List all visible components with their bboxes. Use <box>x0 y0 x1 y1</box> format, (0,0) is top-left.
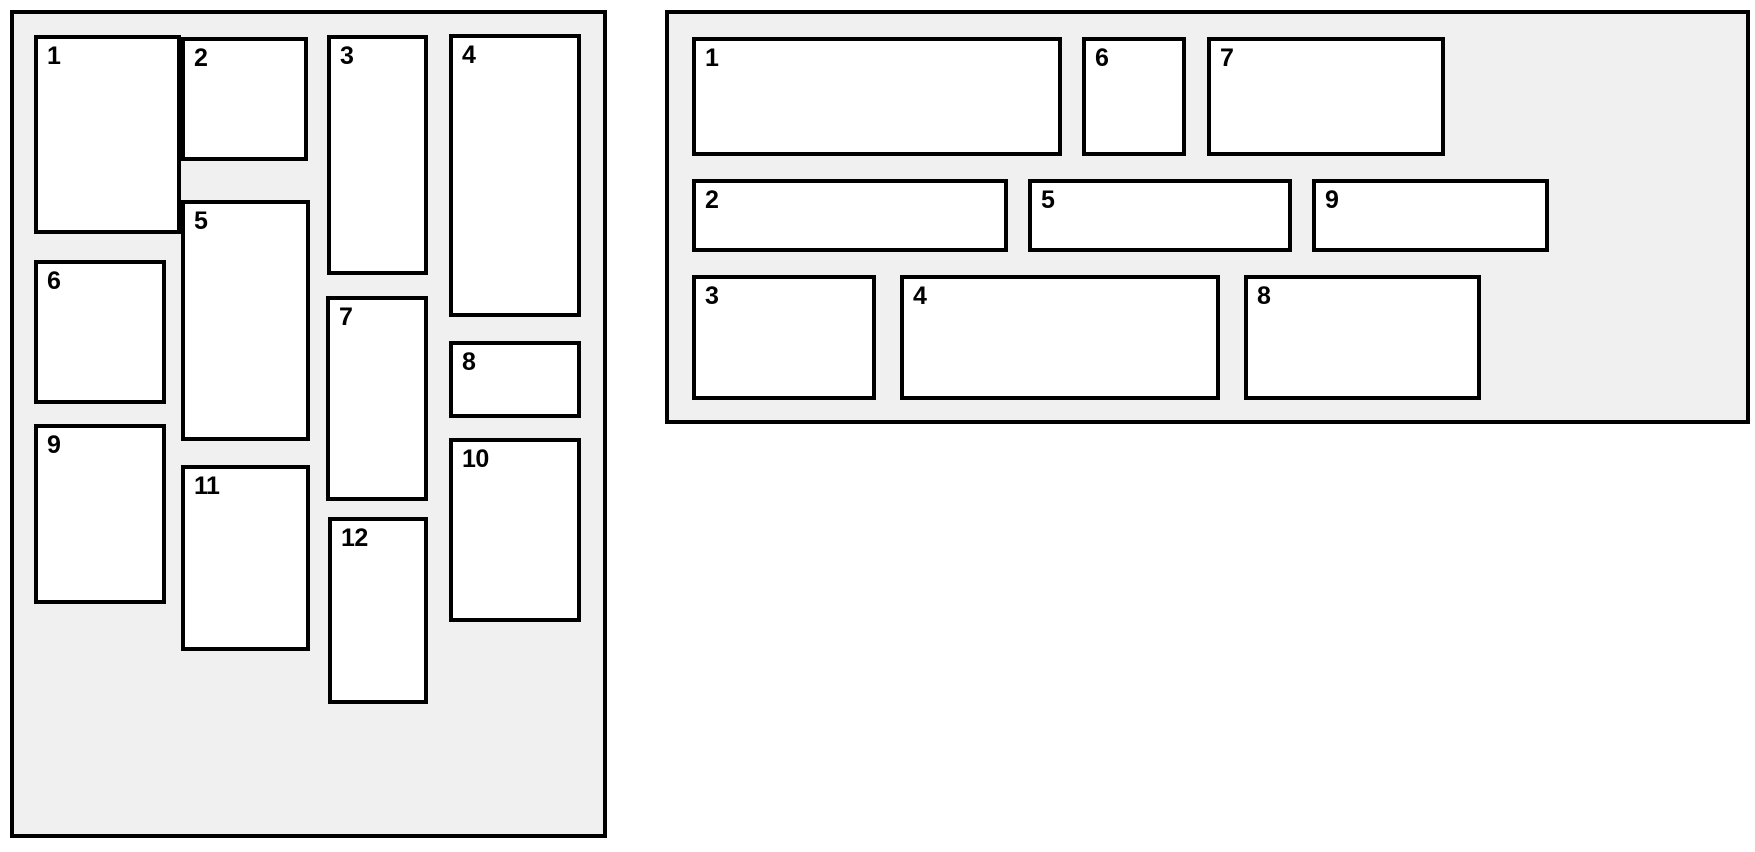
box-label: 8 <box>1257 282 1271 310</box>
box-label: 12 <box>341 524 368 552</box>
layout-box-left-5[interactable]: 5 <box>181 200 310 441</box>
box-label: 9 <box>1325 186 1339 214</box>
box-label: 4 <box>913 282 927 310</box>
box-label: 2 <box>705 186 719 214</box>
layout-box-right-5[interactable]: 5 <box>1028 179 1292 252</box>
box-label: 3 <box>340 42 354 70</box>
layout-box-right-6[interactable]: 6 <box>1082 37 1186 156</box>
layout-box-right-1[interactable]: 1 <box>692 37 1062 156</box>
right-panel: 1 6 7 2 5 9 3 4 8 <box>665 10 1750 424</box>
box-label: 6 <box>1095 44 1109 72</box>
layout-box-left-4[interactable]: 4 <box>449 34 581 317</box>
layout-box-left-10[interactable]: 10 <box>449 438 581 622</box>
box-label: 5 <box>1041 186 1055 214</box>
box-label: 11 <box>194 472 220 500</box>
layout-box-right-3[interactable]: 3 <box>692 275 876 400</box>
box-label: 2 <box>194 44 208 72</box>
box-label: 1 <box>705 44 719 72</box>
box-label: 4 <box>462 41 476 69</box>
layout-box-left-6[interactable]: 6 <box>34 260 166 404</box>
layout-box-left-1[interactable]: 1 <box>34 35 181 234</box>
layout-box-right-9[interactable]: 9 <box>1312 179 1549 252</box>
layout-box-right-7[interactable]: 7 <box>1207 37 1445 156</box>
layout-box-right-8[interactable]: 8 <box>1244 275 1481 400</box>
box-label: 7 <box>339 303 353 331</box>
layout-box-left-12[interactable]: 12 <box>328 517 428 704</box>
box-label: 3 <box>705 282 719 310</box>
layout-box-left-3[interactable]: 3 <box>327 35 428 275</box>
layout-box-left-8[interactable]: 8 <box>449 341 581 418</box>
layout-box-left-9[interactable]: 9 <box>34 424 166 604</box>
box-label: 1 <box>47 42 61 70</box>
layout-box-right-4[interactable]: 4 <box>900 275 1220 400</box>
layout-box-left-2[interactable]: 2 <box>181 37 308 161</box>
layout-box-left-7[interactable]: 7 <box>326 296 428 501</box>
layout-box-left-11[interactable]: 11 <box>181 465 310 651</box>
box-label: 9 <box>47 431 61 459</box>
box-label: 10 <box>462 445 489 473</box>
box-label: 8 <box>462 348 476 376</box>
box-label: 5 <box>194 207 208 235</box>
layout-box-right-2[interactable]: 2 <box>692 179 1008 252</box>
box-label: 6 <box>47 267 61 295</box>
box-label: 7 <box>1220 44 1234 72</box>
